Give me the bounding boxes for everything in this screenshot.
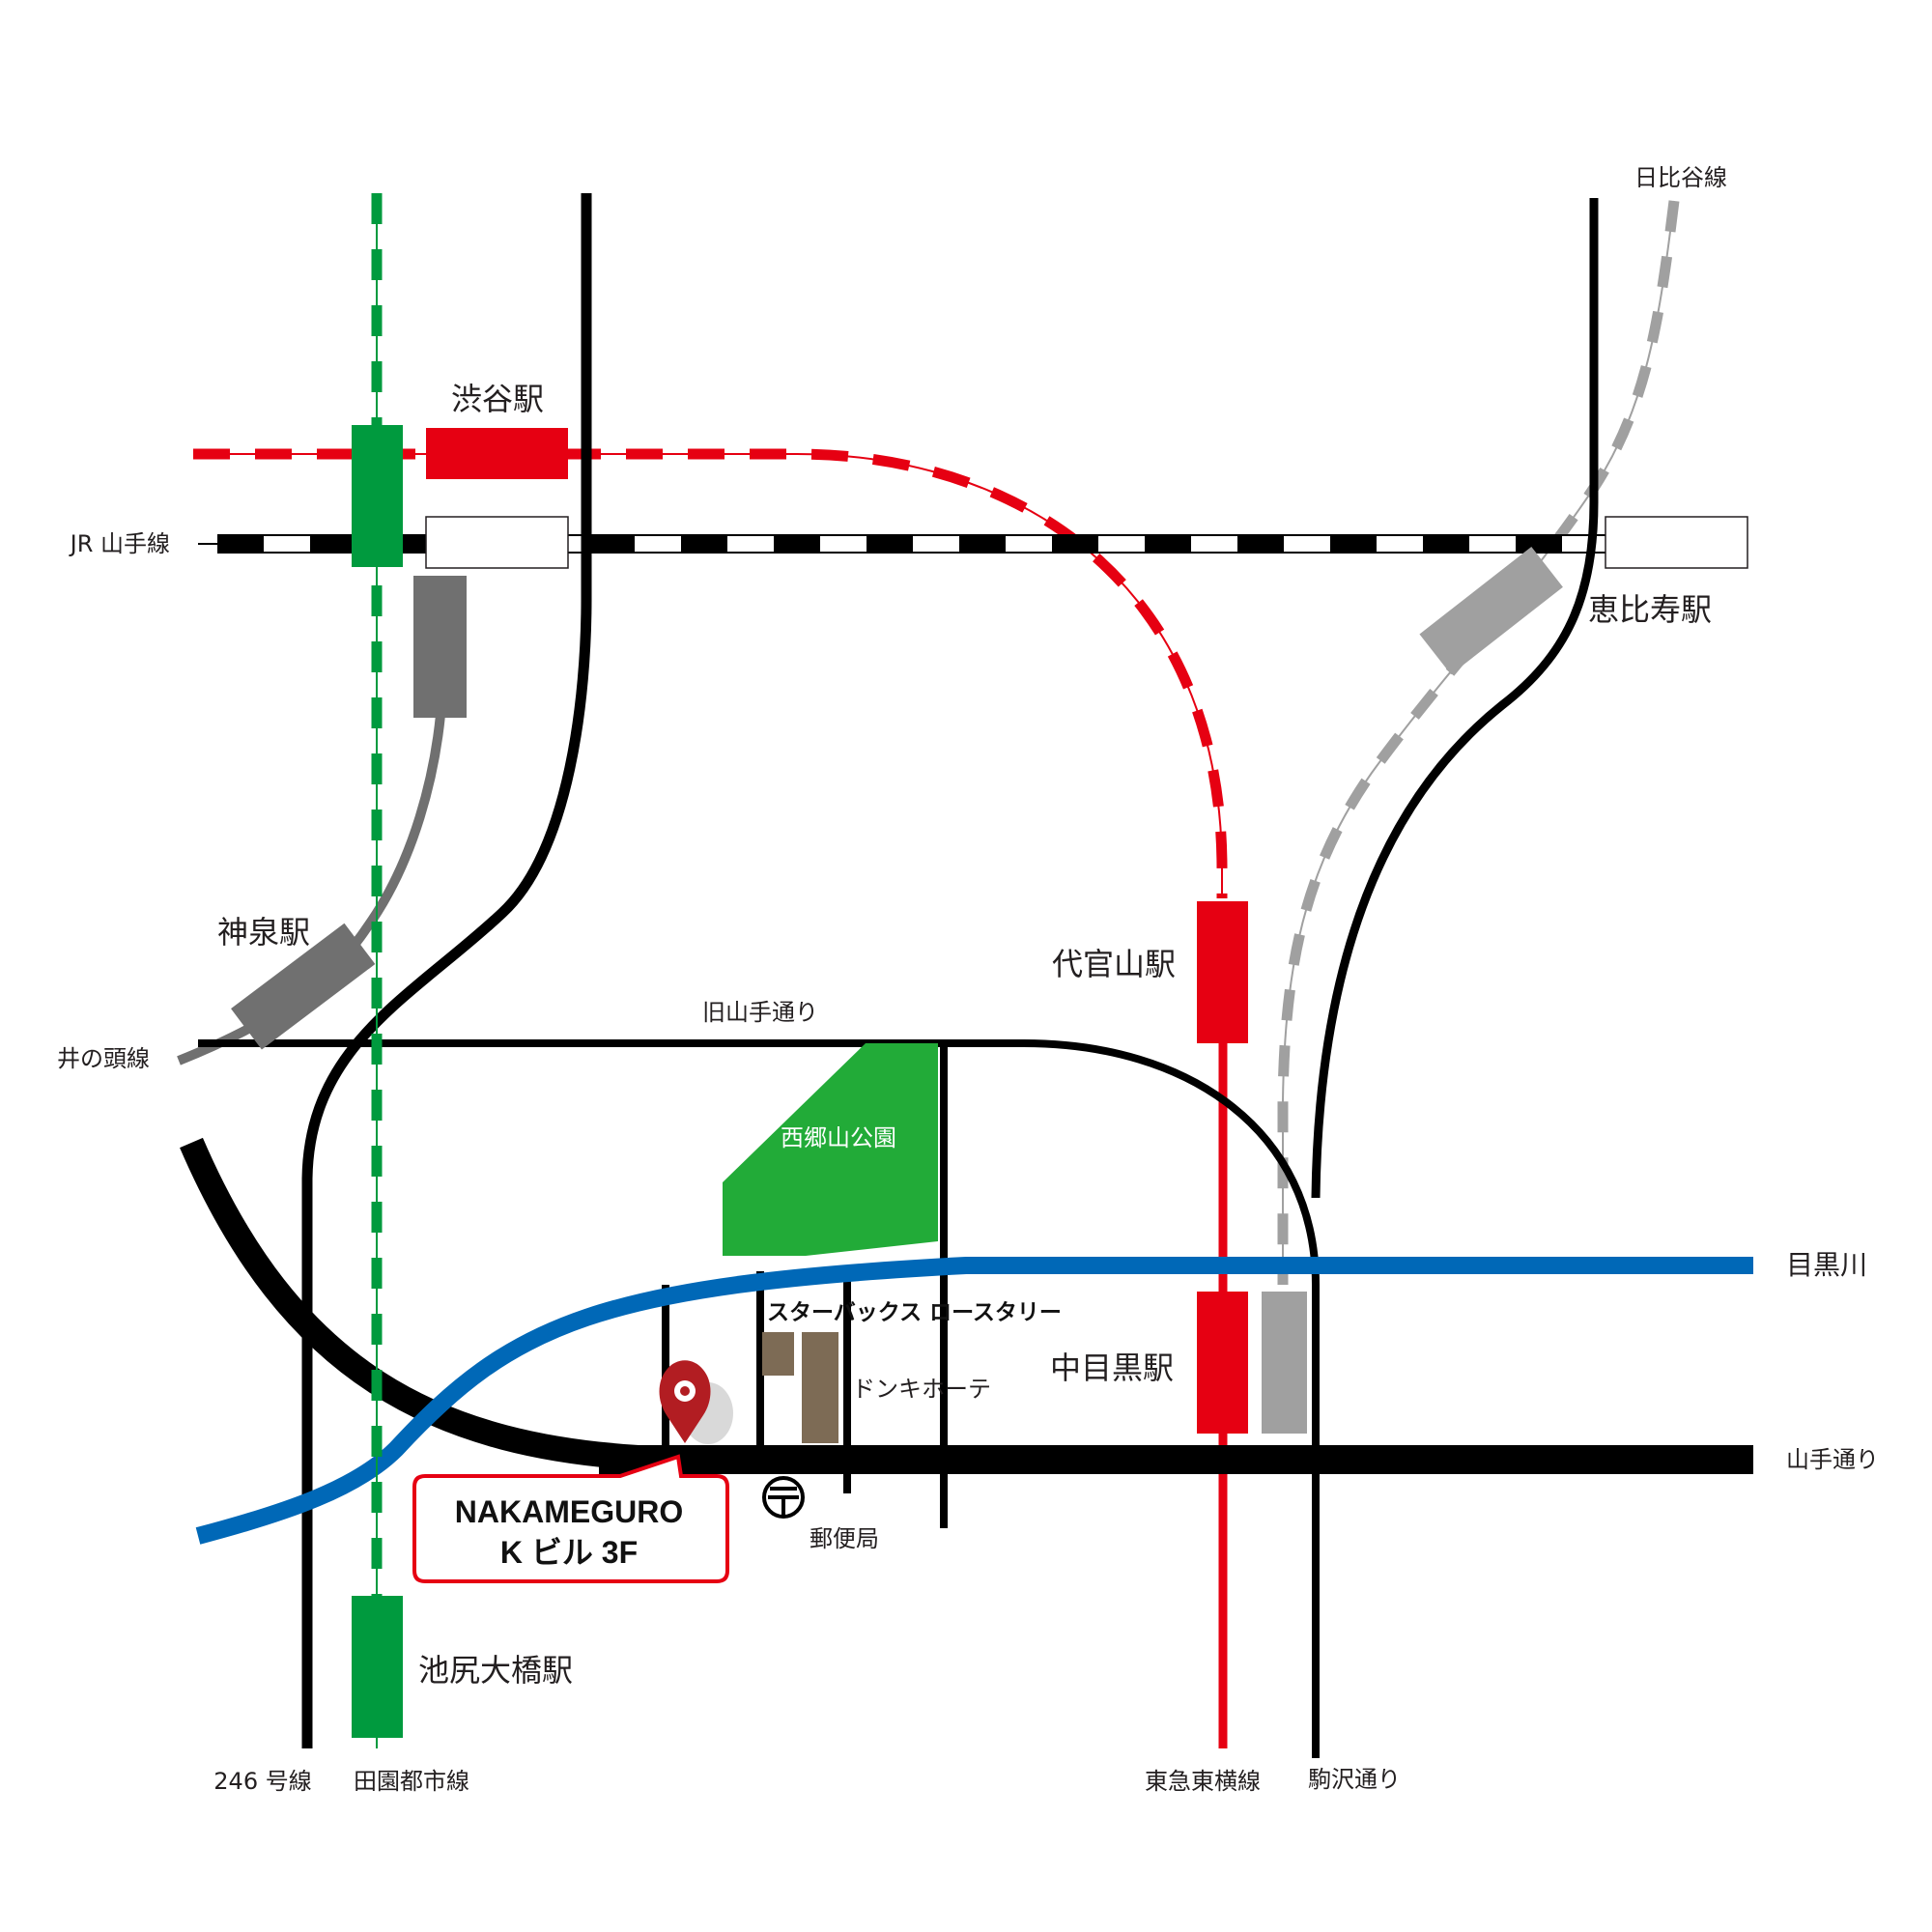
denentoshi-line-label: 田園都市線	[354, 1768, 469, 1795]
donki-label: ドンキホーテ	[852, 1376, 991, 1403]
shibuya-jr-block	[425, 516, 569, 569]
yamate-dori-label: 山手通り	[1786, 1446, 1879, 1473]
hibiya-line	[1277, 200, 1680, 1285]
daikanyama-station-label: 代官山駅	[1052, 946, 1176, 982]
shibuya-inokashira-block	[413, 576, 467, 718]
meguro-river	[195, 1257, 1753, 1545]
ebisu-jr-block	[1605, 516, 1748, 569]
ikejiri-ohashi-station-label: 池尻大橋駅	[418, 1652, 573, 1689]
shibuya-toyoko-block	[426, 428, 568, 479]
toyoko-line-label: 東急東横線	[1145, 1768, 1261, 1795]
kyu-yamate-dori-label: 旧山手通り	[702, 999, 818, 1026]
daikanyama-block	[1197, 901, 1248, 1043]
nakameguro-station-label: 中目黒駅	[1050, 1350, 1174, 1386]
station-blocks	[231, 425, 1748, 1738]
saigoyama-park: 西郷山公園	[723, 1043, 938, 1256]
destination-line2: K ビル 3F	[500, 1535, 638, 1570]
shibuya-denentoshi-block	[352, 425, 403, 567]
inokashira-line-label: 井の頭線	[57, 1045, 150, 1072]
ikejiri-ohashi-block	[352, 1596, 403, 1738]
shinsen-block	[231, 923, 376, 1050]
destination-line1: NAKAMEGURO	[455, 1494, 683, 1529]
route-246-label: 246 号線	[213, 1768, 311, 1795]
shinsen-station-label: 神泉駅	[217, 914, 310, 951]
post-office-label: 郵便局	[810, 1525, 879, 1552]
destination-callout: NAKAMEGURO K ビル 3F	[412, 1454, 729, 1583]
starbucks-building	[762, 1332, 794, 1376]
post-office-icon	[762, 1476, 805, 1519]
hibiya-line-label: 日比谷線	[1634, 164, 1727, 191]
park-label: 西郷山公園	[781, 1124, 896, 1151]
ebisu-station-label: 恵比寿駅	[1588, 591, 1712, 628]
komazawa-dori-label: 駒沢通り	[1308, 1766, 1401, 1793]
nakameguro-toyoko-block	[1197, 1292, 1248, 1434]
donki-building	[802, 1332, 838, 1443]
nakameguro-hibiya-block	[1262, 1292, 1307, 1434]
starbucks-label: スターバックス ロースタリー	[767, 1300, 1062, 1325]
ebisu-hibiya-block	[1419, 546, 1563, 675]
meguro-river-label: 目黒川	[1786, 1249, 1867, 1281]
shibuya-station-label: 渋谷駅	[451, 381, 544, 417]
jr-yamanote-label: JR 山手線	[69, 530, 170, 557]
location-pin-icon	[659, 1360, 733, 1444]
